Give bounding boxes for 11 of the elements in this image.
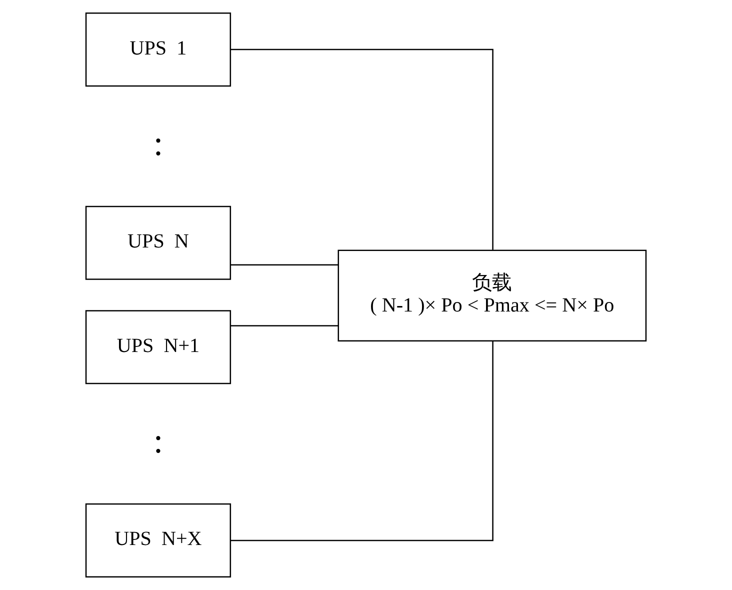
node-box: UPS N+1: [85, 310, 232, 384]
connector: [230, 341, 494, 542]
label: :: [153, 421, 164, 460]
node-box: UPS N: [85, 206, 232, 280]
label: :: [153, 124, 164, 163]
node-box: 负载 ( N-1 )× Po < Pmax <= N× Po: [338, 250, 647, 342]
node-box: UPS N+X: [85, 503, 232, 578]
node-box: UPS 1: [85, 12, 232, 87]
connector: [230, 264, 338, 266]
connector: [230, 48, 494, 250]
connector: [230, 325, 338, 326]
